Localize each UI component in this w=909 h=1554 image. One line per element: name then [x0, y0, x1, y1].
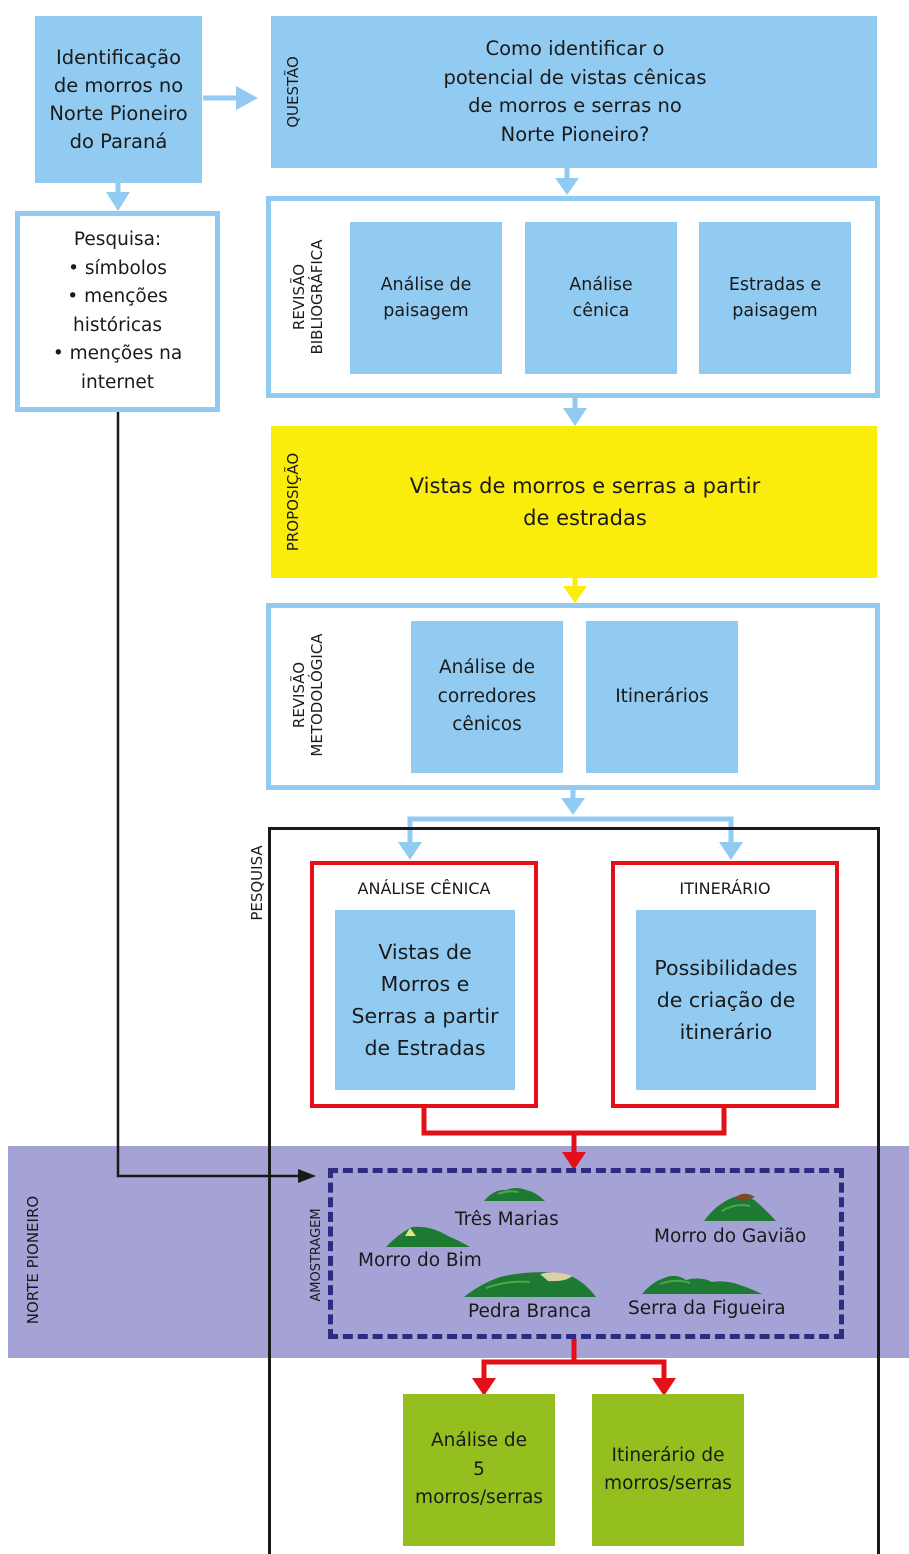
questao-box [271, 16, 877, 168]
amostragem-box [328, 1168, 844, 1339]
analise-paisagem-box: Análise de paisagem [350, 222, 502, 374]
place-tres-marias: Três Marias [455, 1209, 559, 1230]
analise-corredores-box: Análise de corredores cênicos [411, 621, 563, 773]
place-pedra-branca: Pedra Branca [468, 1301, 592, 1322]
analise-cenica-title: ANÁLISE CÊNICA [357, 878, 491, 898]
output-analise-box: Análise de 5 morros/serras [403, 1394, 555, 1546]
revisao-metodologica-box [266, 603, 880, 790]
proposicao-text: Vistas de morros e serras a partir de es… [409, 474, 761, 530]
itinerario-title: ITINERÁRIO [679, 878, 771, 898]
place-morro-do-bim: Morro do Bim [358, 1250, 482, 1271]
analise-cenica-content: Vistas de Morros e Serras a partir de Es… [335, 910, 515, 1090]
output-itinerario-box: Itinerário de morros/serras [592, 1394, 744, 1546]
norte-pioneiro-band [8, 1146, 909, 1358]
analise-cenica-box: Análise cênica [525, 222, 677, 374]
estradas-paisagem-box: Estradas e paisagem [699, 222, 851, 374]
pedra-branca-mountain-icon [464, 1272, 596, 1297]
morro-do-gaviao-mountain-icon [704, 1193, 776, 1221]
pesquisa-section-frame [268, 827, 880, 1554]
itinerario-content: Possibilidades de criação de itinerário [636, 910, 816, 1090]
tres-marias-mountain-icon [484, 1188, 545, 1201]
questao-text: Como identificar o potencial de vistas c… [443, 37, 707, 146]
itinerarios-box: Itinerários [586, 621, 738, 773]
pesquisa-box: Pesquisa: • símbolos • menções histórica… [15, 211, 220, 412]
place-serra-da-figueira: Serra da Figueira [628, 1298, 786, 1319]
pesquisa-text: Pesquisa: • símbolos • menções histórica… [52, 229, 183, 393]
identificacao-box: Identificação de morros no Norte Pioneir… [35, 16, 202, 183]
identificacao-text: Identificação de morros no Norte Pioneir… [49, 45, 188, 153]
serra-da-figueira-mountain-icon [642, 1275, 762, 1294]
place-morro-do-gaviao: Morro do Gavião [654, 1226, 807, 1247]
morro-do-bim-mountain-icon [386, 1226, 470, 1247]
proposicao-box [271, 426, 877, 578]
